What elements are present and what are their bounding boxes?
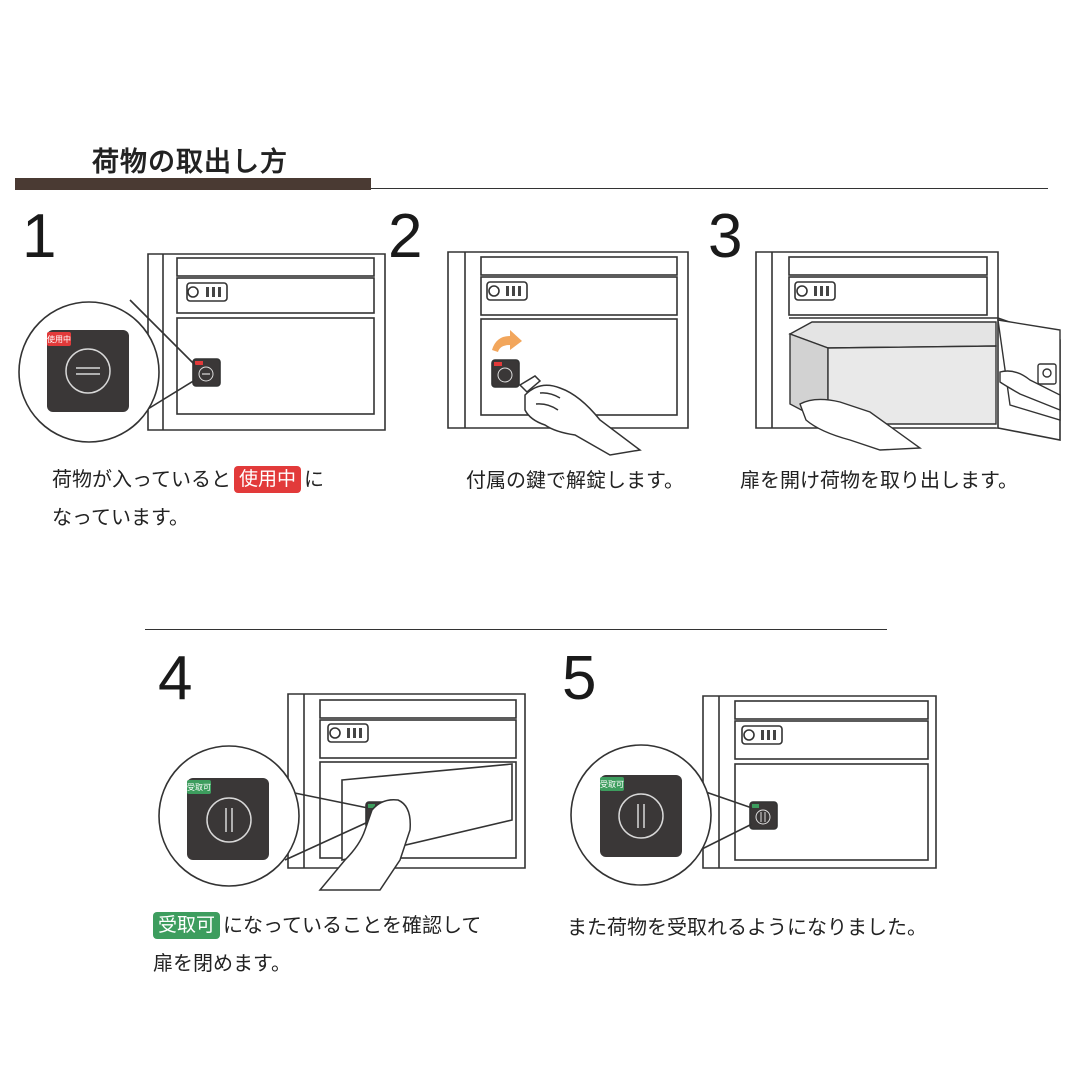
step-1-caption-text-a: 荷物が入っていると <box>52 467 231 491</box>
step-4-caption: 受取可になっていることを確認して 扉を閉めます。 <box>153 906 481 982</box>
step-4-hand <box>318 798 411 891</box>
step-3-caption: 扉を開け荷物を取り出します。 <box>740 468 1018 492</box>
step-3-hands <box>799 370 1061 451</box>
title-underline-bar <box>15 178 371 190</box>
step-4-caption-line2: 扉を閉めます。 <box>153 951 291 975</box>
page-title: 荷物の取出し方 <box>92 147 288 178</box>
step-1-caption-line2: なっています。 <box>52 505 189 529</box>
step-5-number: 5 <box>562 644 597 713</box>
step-1-mailbox <box>147 253 386 431</box>
step-2-arrow <box>492 330 522 352</box>
step-2-mailbox <box>447 251 689 429</box>
step-5-caption: また荷物を受取れるようになりました。 <box>567 915 927 939</box>
title-divider <box>371 188 1048 189</box>
step-5-mailbox <box>702 695 937 869</box>
in-use-lock-label: 使用中 <box>47 334 71 344</box>
step-1-lock-callout: 使用中 <box>18 299 196 443</box>
available-lock-label: 受取可 <box>187 782 211 792</box>
in-use-badge: 使用中 <box>234 466 302 493</box>
step-3-number: 3 <box>708 202 743 271</box>
step-4-lock-callout: 受取可 <box>158 745 369 887</box>
step-2-number: 2 <box>388 202 423 271</box>
available-lock-label-5: 受取可 <box>600 779 624 789</box>
step-5-lock-callout: 受取可 <box>570 744 753 886</box>
step-2-caption: 付属の鍵で解錠します。 <box>466 468 684 492</box>
step-1-caption: 荷物が入っていると使用中に なっています。 <box>52 460 324 536</box>
section-divider <box>145 629 887 630</box>
step-1-caption-text-b: に <box>304 467 325 491</box>
step-1-number: 1 <box>22 202 57 271</box>
available-badge: 受取可 <box>153 912 221 939</box>
step-4-caption-text: になっていることを確認して <box>223 913 482 937</box>
step-4-number: 4 <box>158 644 193 713</box>
step-2-hand-with-key <box>518 375 642 456</box>
